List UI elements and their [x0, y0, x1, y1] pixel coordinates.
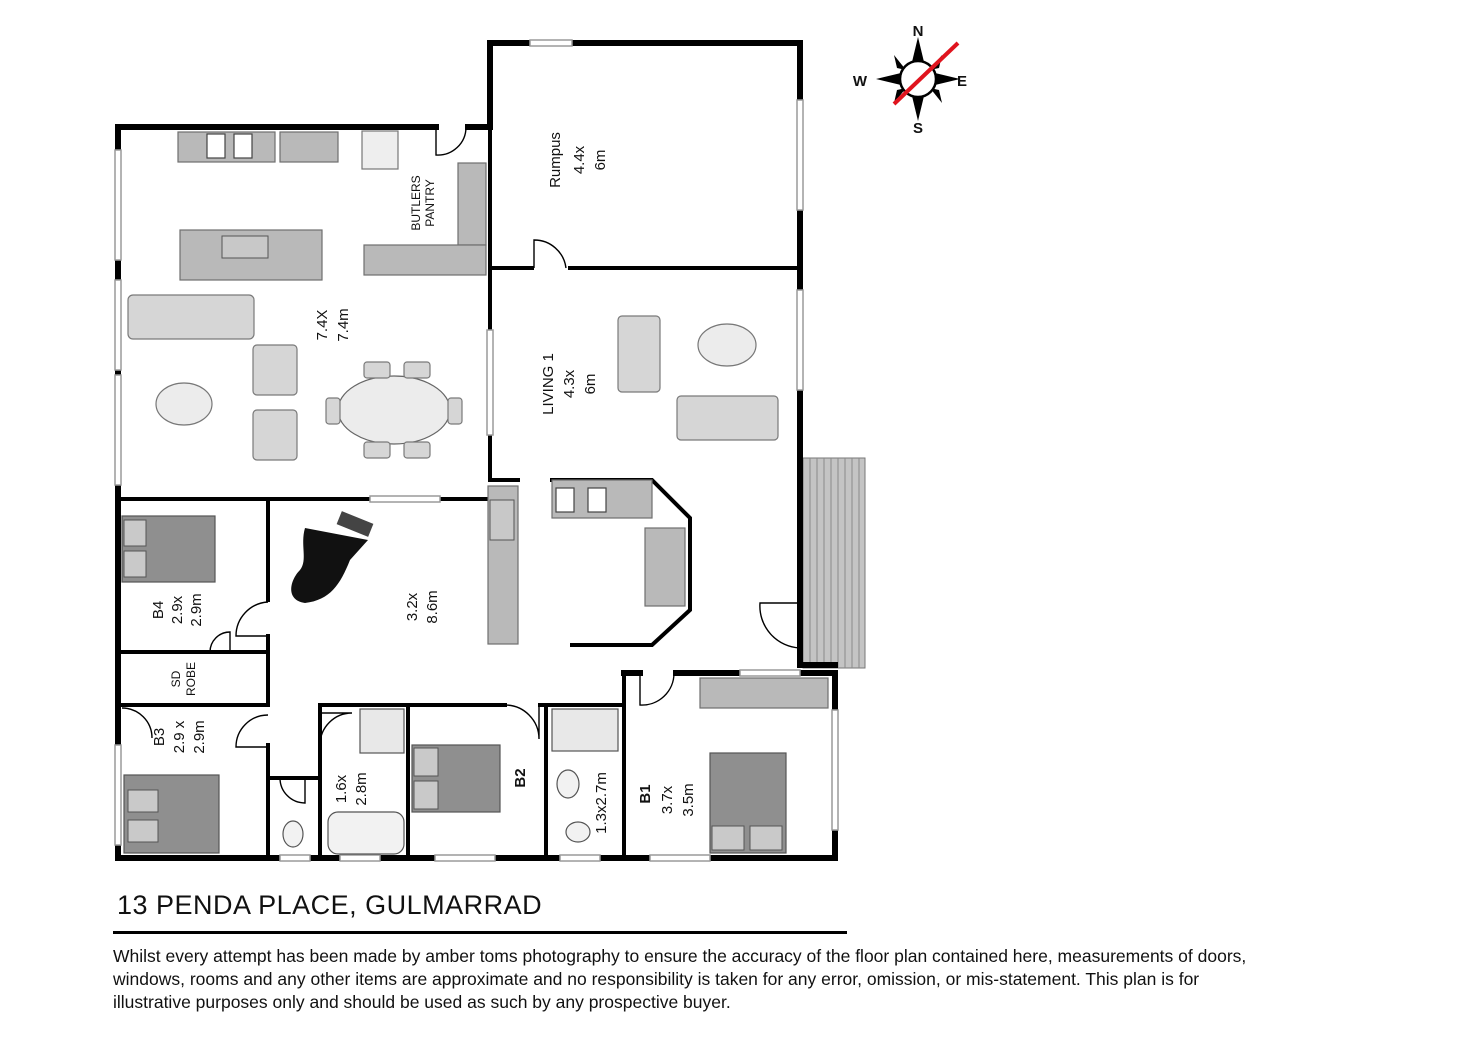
label-robe-1: SD: [169, 670, 183, 687]
coffee-table-family: [155, 382, 213, 426]
compass-south-point: [912, 96, 924, 121]
dining-table: [337, 375, 451, 445]
door-rumpus: [533, 239, 567, 269]
toilet-wc: [282, 820, 304, 848]
label-kitchen-d: 7.4m: [335, 308, 352, 341]
label-living-w: 4.3x: [561, 369, 578, 398]
label-b4-w: 2.9x: [169, 595, 186, 624]
label-living: LIVING 1: [540, 353, 557, 415]
label-b1-d: 3.5m: [680, 783, 697, 816]
label-rumpus-w: 4.4x: [571, 145, 588, 174]
label-b3-d: 2.9m: [191, 720, 208, 753]
label-b1: B1: [637, 784, 654, 803]
armchair-2: [252, 409, 298, 461]
cooktop-1: [206, 133, 226, 159]
sink: [221, 235, 269, 259]
deck: [802, 457, 866, 669]
doors: [121, 126, 801, 804]
interior-walls: [116, 125, 802, 860]
compass-north-point: [912, 37, 924, 62]
label-rumpus-d: 6m: [592, 150, 609, 171]
label-b2: B2: [512, 768, 529, 787]
label-robe-2: ROBE: [184, 662, 198, 696]
label-b3-w: 2.9 x: [171, 720, 188, 753]
label-rumpus: Rumpus: [547, 132, 564, 188]
living-furniture: [487, 315, 779, 645]
compass-west-point: [876, 73, 901, 85]
compass-w-label: W: [853, 73, 868, 90]
door-pantry: [435, 126, 467, 156]
property-address: 13 PENDA PLACE, GULMARRAD: [117, 890, 543, 920]
room-labels: Rumpus 4.4x 6m BUTLERS PANTRY 7.4X 7.4m …: [150, 132, 697, 834]
sofa-living-1: [617, 315, 661, 393]
label-b3: B3: [151, 728, 168, 746]
door-deck: [759, 602, 801, 649]
compass-n-label: N: [913, 23, 924, 40]
label-bath-w: 1.6x: [333, 774, 350, 803]
floor-plan: N S E W: [114, 23, 967, 862]
cooktop-2: [233, 133, 253, 159]
kitchen-fixtures: [177, 130, 487, 281]
disclaimer-text: Whilst every attempt has been made by am…: [113, 946, 1247, 1012]
door-b3: [235, 714, 269, 748]
shower-ensuite: [551, 708, 619, 752]
label-b1-w: 3.7x: [659, 785, 676, 814]
fridge: [361, 130, 399, 170]
label-b4: B4: [150, 601, 167, 619]
sofa-living-2: [676, 395, 779, 441]
label-bath-d: 2.8m: [353, 772, 370, 805]
compass-s-label: S: [913, 120, 923, 137]
compass-rose: N S E W: [853, 23, 967, 137]
compass-needle: [892, 41, 960, 106]
address-underline: [113, 931, 847, 934]
compass-east-point: [935, 73, 960, 85]
door-wc: [279, 777, 306, 804]
label-hall-d: 8.6m: [424, 590, 441, 623]
label-b4-d: 2.9m: [188, 593, 205, 626]
label-pantry: PANTRY: [423, 179, 437, 227]
wet-area-fixtures: [282, 708, 619, 855]
label-butlers: BUTLERS: [409, 175, 423, 230]
label-living-d: 6m: [582, 374, 599, 395]
label-ensuite: 1.3x2.7m: [593, 772, 610, 834]
wardrobe-b1: [699, 677, 829, 709]
door-bath: [319, 712, 353, 746]
basin-ensuite: [556, 769, 580, 799]
label-kitchen-w: 7.4X: [314, 310, 331, 341]
sofa-family: [127, 294, 255, 340]
shower-bath: [359, 708, 405, 754]
label-hall-w: 3.2x: [404, 592, 421, 621]
grand-piano: [291, 511, 374, 603]
door-b4: [235, 601, 269, 637]
door-b1: [639, 672, 675, 706]
coffee-table-living: [697, 323, 757, 367]
toilet-ensuite: [565, 821, 591, 843]
bathtub: [327, 811, 405, 855]
bedroom-furniture: [121, 515, 829, 854]
armchair-1: [252, 344, 298, 396]
door-b2: [504, 704, 540, 740]
door-robe: [209, 631, 231, 653]
door-b3-robe: [121, 707, 153, 739]
compass-e-label: E: [957, 73, 967, 90]
windows: [114, 39, 839, 862]
family-furniture: [127, 294, 463, 461]
